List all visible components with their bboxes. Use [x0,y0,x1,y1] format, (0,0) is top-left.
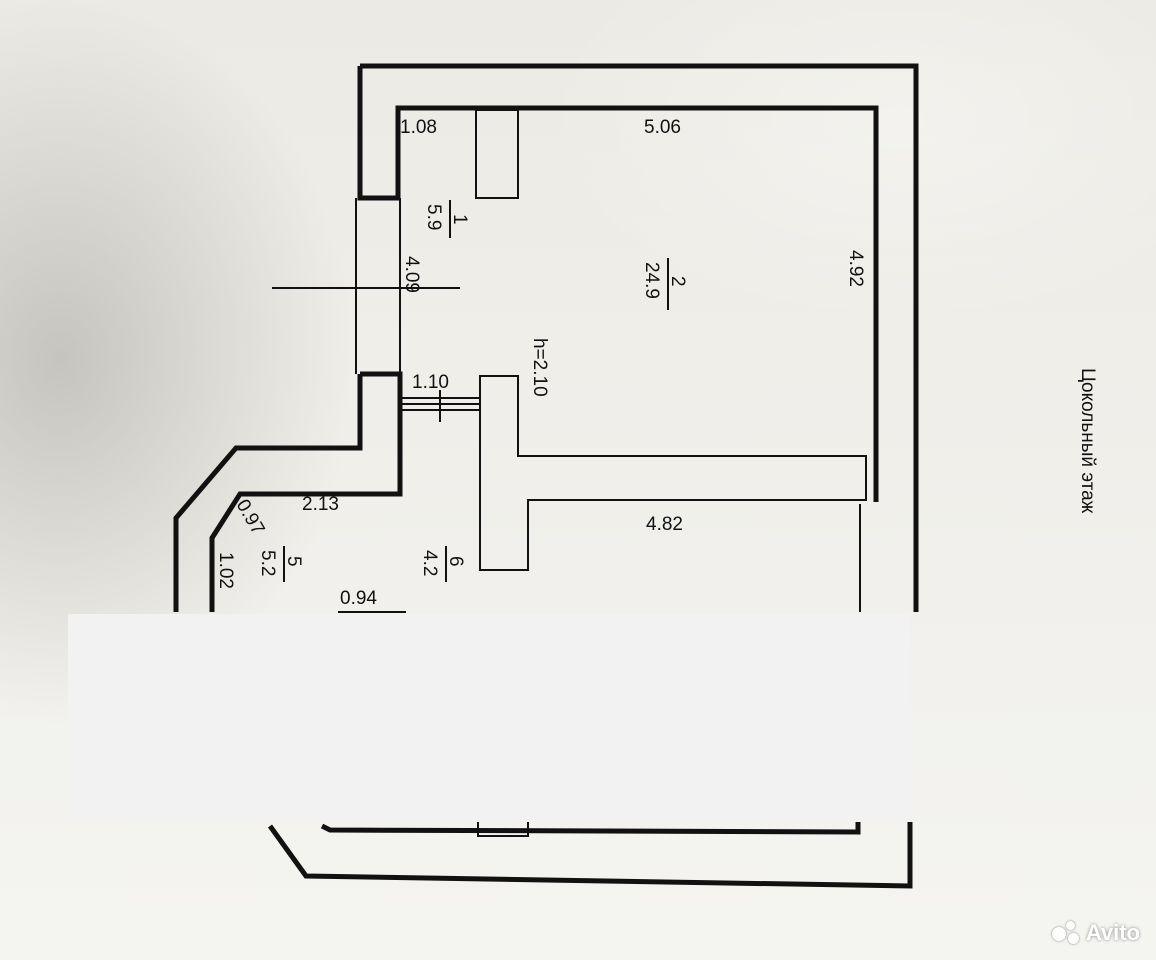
watermark-text: Avito [1085,920,1140,945]
dim-0-94: 0.94 [340,588,377,609]
room5-area: 5.2 [257,550,278,576]
outer-wall-left-lower-outer [173,374,363,612]
outer-wall-left-upper [357,66,879,502]
redaction-block [68,614,910,820]
dim-h: h=2.10 [529,338,550,397]
room5-number: 5 [283,556,304,567]
partition-t-wall [479,375,867,571]
outer-wall-left-lower [209,371,403,612]
dim-4-92: 4.92 [845,250,866,287]
dim-4-09: 4.09 [401,256,422,293]
room2-number: 2 [667,276,688,287]
dim-1-10: 1.10 [412,372,449,393]
room6-area: 4.2 [419,550,440,576]
room2-area: 24.9 [641,262,662,299]
bottom-inner-wall [320,822,861,835]
outer-wall [267,63,919,889]
dim-2-13: 2.13 [302,494,339,515]
avito-watermark: Avito [1051,920,1140,946]
dim-4-82: 4.82 [646,514,683,535]
bottom-door [477,822,529,837]
door-frame [355,198,401,374]
room1-area: 5.9 [423,204,444,230]
dim-1-08: 1.08 [400,117,437,138]
dim-5-06: 5.06 [644,117,681,138]
room1-number: 1 [449,214,470,225]
avito-logo-icon [1051,921,1080,945]
dim-0-97: 0.97 [232,496,269,539]
dim-1-02: 1.02 [215,552,236,589]
floor-caption: Цокольный этаж [1077,368,1098,514]
room6-number: 6 [445,556,466,567]
partition-room1 [475,109,519,199]
